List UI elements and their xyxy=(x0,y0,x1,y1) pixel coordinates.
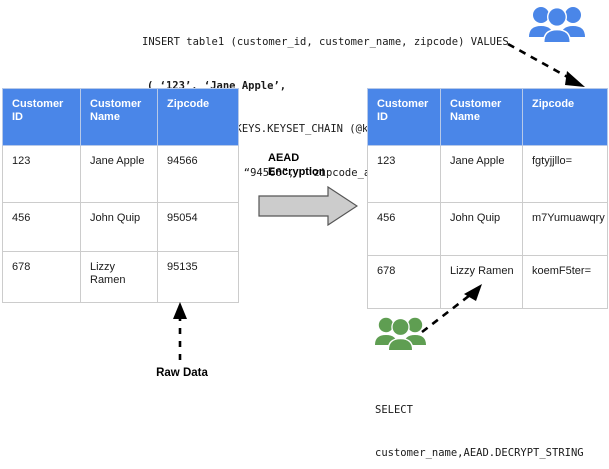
select-sql-line-1: SELECT xyxy=(375,404,413,417)
table-row: 678 Lizzy Ramen koemF5ter= xyxy=(367,255,608,309)
raw-data-table: Customer ID Customer Name Zipcode 123 Ja… xyxy=(2,88,239,303)
header-line-1: Zipcode xyxy=(167,98,210,110)
people-icon-blue xyxy=(529,7,585,42)
cell-customer-id: 678 xyxy=(367,255,441,309)
header-line-1: Customer xyxy=(12,98,64,110)
cell-customer-name: Lizzy Ramen xyxy=(80,251,158,303)
table-row: 678 Lizzy Ramen 95135 xyxy=(2,251,239,303)
header-line-2: Name xyxy=(450,111,480,123)
cell-customer-id: 678 xyxy=(2,251,81,303)
cell-zipcode: 94566 xyxy=(157,145,239,203)
cell-zipcode: fgtyjjllo= xyxy=(522,145,608,203)
column-header-customer-name: Customer Name xyxy=(440,88,523,146)
encrypted-data-table: Customer ID Customer Name Zipcode 123 Ja… xyxy=(367,88,608,309)
cell-customer-id: 123 xyxy=(2,145,81,203)
dashed-arrow-rawdata-icon xyxy=(173,302,187,360)
cell-customer-id: 456 xyxy=(2,202,81,252)
table-row: 123 Jane Apple 94566 xyxy=(2,145,239,203)
header-line-2: Name xyxy=(90,111,120,123)
header-line-1: Zipcode xyxy=(532,98,575,110)
cell-zipcode: 95054 xyxy=(157,202,239,252)
people-icon-green xyxy=(375,317,426,350)
header-line-1: Customer xyxy=(377,98,429,110)
cell-customer-name: Jane Apple xyxy=(440,145,523,203)
dashed-arrow-insert-icon xyxy=(507,42,585,87)
column-header-customer-id: Customer ID xyxy=(367,88,441,146)
column-header-customer-name: Customer Name xyxy=(80,88,158,146)
cell-customer-name: Lizzy Ramen xyxy=(440,255,523,309)
cell-customer-id: 123 xyxy=(367,145,441,203)
column-header-customer-id: Customer ID xyxy=(2,88,81,146)
right-block-arrow-icon xyxy=(258,186,358,226)
table-row: 123 Jane Apple fgtyjjllo= xyxy=(367,145,608,203)
aead-encryption-label: AEAD Encryption xyxy=(268,152,326,178)
column-header-zipcode: Zipcode xyxy=(522,88,608,146)
cell-customer-name: John Quip xyxy=(80,202,158,252)
cell-zipcode: m7Yumuawqry xyxy=(522,202,608,256)
select-sql-statement: SELECT customer_name,AEAD.DECRYPT_STRING… xyxy=(375,375,584,469)
table-header-row: Customer ID Customer Name Zipcode xyxy=(367,88,608,146)
cell-zipcode: 95135 xyxy=(157,251,239,303)
cell-customer-name: Jane Apple xyxy=(80,145,158,203)
table-row: 456 John Quip m7Yumuawqry xyxy=(367,202,608,256)
header-line-2: ID xyxy=(377,111,388,123)
header-line-1: Customer xyxy=(90,98,142,110)
insert-sql-line-1: INSERT table1 (customer_id, customer_nam… xyxy=(142,36,509,48)
header-line-2: ID xyxy=(12,111,23,123)
column-header-zipcode: Zipcode xyxy=(157,88,239,146)
header-line-1: Customer xyxy=(450,98,502,110)
table-row: 456 John Quip 95054 xyxy=(2,202,239,252)
cell-zipcode: koemF5ter= xyxy=(522,255,608,309)
select-sql-line-2: customer_name,AEAD.DECRYPT_STRING xyxy=(375,447,584,460)
table-header-row: Customer ID Customer Name Zipcode xyxy=(2,88,239,146)
raw-data-label: Raw Data xyxy=(156,367,208,379)
cell-customer-id: 456 xyxy=(367,202,441,256)
cell-customer-name: John Quip xyxy=(440,202,523,256)
dashed-arrow-select-icon xyxy=(421,284,482,334)
